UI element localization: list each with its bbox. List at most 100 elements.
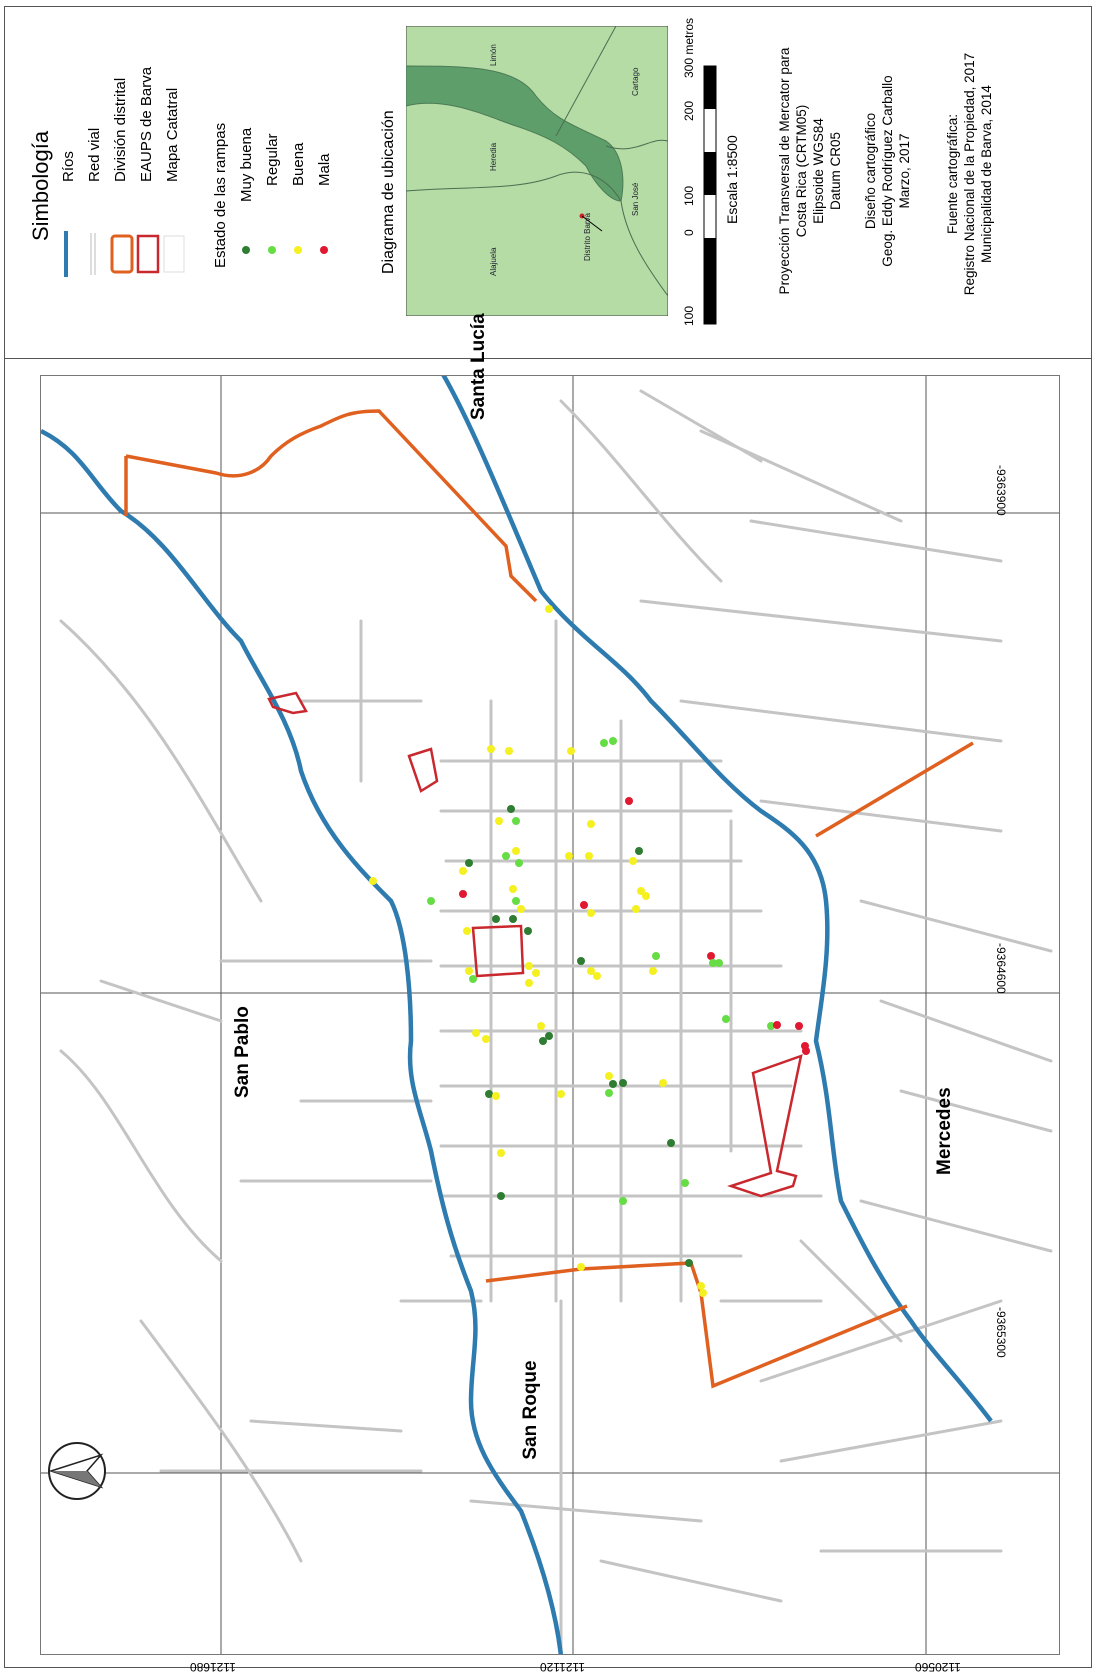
ramp-point: [637, 887, 645, 895]
eaups-symbol: [136, 234, 160, 274]
ramp-point: [459, 890, 467, 898]
ramp-point: [512, 847, 520, 855]
ramp-point: [767, 1022, 775, 1030]
design-line-3: Marzo, 2017: [897, 133, 912, 209]
main-map: [41, 376, 1059, 1654]
ramp-point: [515, 859, 523, 867]
ramp-point: [492, 915, 500, 923]
coord-left-1: 1120560: [915, 1660, 961, 1674]
ramp-point: [632, 905, 640, 913]
scale-tick-1: 0: [682, 229, 696, 236]
coord-bottom-1: -9365300: [994, 1307, 1008, 1358]
ramp-point: [509, 885, 517, 893]
ramp-point: [495, 817, 503, 825]
ramp-point: [487, 745, 495, 753]
projection-line-1: Proyección Transversal de Mercator para: [777, 47, 792, 295]
source-line-3: Municipalidad de Barva, 2014: [979, 85, 994, 263]
legend-eaups: EAUPS de Barva: [138, 66, 155, 182]
loc-label-heredia: Heredia: [489, 142, 498, 171]
ramp-point: [587, 967, 595, 975]
ramp-mala-dot: [320, 246, 328, 254]
ramp-point: [512, 817, 520, 825]
ramp-point: [509, 915, 517, 923]
ramp-point: [642, 892, 650, 900]
ramp-point: [505, 747, 513, 755]
place-san-roque: San Roque: [520, 1360, 541, 1460]
ramp-point: [681, 1179, 689, 1187]
ramp-point: [512, 897, 520, 905]
ramp-regular-dot: [268, 246, 276, 254]
coordinate-grid: [41, 376, 1059, 1654]
ramp-point: [524, 927, 532, 935]
eaups-areas: [267, 691, 803, 1198]
ramp-point: [427, 897, 435, 905]
ramp-point: [585, 852, 593, 860]
ramp-point: [482, 1035, 490, 1043]
ramp-point: [715, 959, 723, 967]
ramp-point: [497, 1192, 505, 1200]
ramp-point: [485, 1090, 493, 1098]
district-boundary: [124, 409, 974, 1389]
ramp-point: [795, 1022, 803, 1030]
district-symbol: [110, 234, 134, 274]
legend-title: Simbología: [28, 130, 53, 241]
ramp-point: [707, 952, 715, 960]
ramp-point: [587, 820, 595, 828]
legend-division-distrital: División distrital: [112, 77, 129, 182]
eaups-area-1: [267, 691, 308, 715]
location-map-title: Diagrama de ubicación: [380, 110, 397, 274]
ramp-point: [605, 1072, 613, 1080]
ramp-point: [577, 957, 585, 965]
place-santa-lucia: Santa Lucía: [468, 313, 489, 420]
map-panel: [40, 375, 1060, 1655]
ramp-point: [587, 909, 595, 917]
loc-label-barva: Distrito Barva: [583, 212, 592, 261]
ramp-point: [507, 805, 515, 813]
ramp-point: [567, 747, 575, 755]
scale-bar: [703, 65, 717, 325]
ramp-muy-buena-dot: [242, 246, 250, 254]
ramp-label-buena: Buena: [290, 142, 307, 186]
legend-panel: Simbología Ríos Red vial División distri…: [4, 6, 1092, 359]
scale-tick-4: 300 metros: [682, 17, 696, 78]
north-arrow-icon: [48, 1442, 106, 1500]
projection-line-2: Costa Rica (CRTM05): [794, 104, 809, 238]
coord-left-2: 1121120: [540, 1660, 585, 1674]
ramp-label-muy-buena: Muy buena: [238, 127, 255, 202]
road-network: [59, 389, 1053, 1653]
ramp-point: [459, 867, 467, 875]
ramp-point: [709, 959, 717, 967]
ramp-point: [537, 1022, 545, 1030]
ramp-point: [649, 967, 657, 975]
ramp-point: [577, 1263, 585, 1271]
projection-line-4: Datum CR05: [828, 131, 843, 211]
ramp-point: [605, 1089, 613, 1097]
ramp-point: [600, 739, 608, 747]
ramp-point: [565, 852, 573, 860]
ramp-point: [619, 1079, 627, 1087]
ramp-point: [539, 1037, 547, 1045]
ramp-point: [545, 1032, 553, 1040]
ramp-label-regular: Regular: [264, 133, 281, 186]
ramp-symbols: [242, 246, 328, 254]
ramp-point: [685, 1259, 693, 1267]
ramp-point: [369, 877, 377, 885]
ramp-point: [525, 979, 533, 987]
ramp-buena-dot: [294, 246, 302, 254]
river-south: [441, 376, 993, 1423]
ramp-point: [517, 905, 525, 913]
cadastre-symbol: [163, 235, 185, 273]
ramp-point: [773, 1021, 781, 1029]
ramp-point: [629, 857, 637, 865]
coord-left-3: 1121680: [190, 1660, 236, 1674]
loc-label-limon: Limón: [489, 44, 498, 66]
ramp-point: [465, 859, 473, 867]
source-line-1: Fuente cartográfica:: [945, 113, 960, 235]
design-line-2: Geog. Eddy Rodríguez Carballo: [880, 75, 895, 267]
loc-label-alajuela: Alajuela: [489, 247, 498, 276]
ramp-point: [463, 927, 471, 935]
legend-rios: Ríos: [60, 151, 77, 182]
ramp-point: [609, 737, 617, 745]
design-block: Diseño cartográfico Geog. Eddy Rodríguez…: [862, 36, 913, 306]
location-map: Alajuela Heredia Limón Cartago San José …: [406, 26, 668, 316]
